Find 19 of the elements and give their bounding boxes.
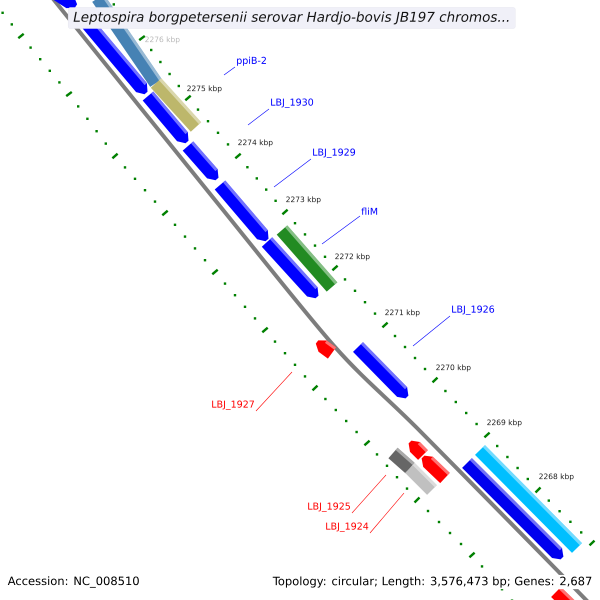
gene-label: LBJ_1930: [271, 98, 314, 108]
footer-text: Topology: circular; Length: 3,576,473 bp; Genes: 2,687: [271, 574, 594, 590]
leader-line: [412, 316, 450, 346]
leader-line: [256, 372, 292, 412]
leader-line: [352, 474, 386, 514]
gene-label: fliM: [361, 208, 378, 215]
gene-label: LBJ_1924: [326, 522, 368, 532]
leader-line: [274, 158, 312, 188]
gene-label: LBJ_1927: [212, 400, 254, 410]
leader-line: [370, 492, 404, 534]
gene-label: ppiB-2: [237, 56, 266, 66]
title-box: Leptospira borgpetersenii serovar Hardjo-bovis JB197 chromos...: [68, 7, 516, 29]
leader-line: [224, 66, 236, 76]
gene-label: LBJ_1926: [452, 306, 494, 315]
leader-line: [322, 216, 360, 244]
gene-label: LBJ_1925: [308, 502, 350, 512]
gene-label: LBJ_1929: [313, 148, 356, 158]
footer-text: Accession: NC_008510: [6, 574, 142, 590]
leader-line: [248, 108, 270, 126]
